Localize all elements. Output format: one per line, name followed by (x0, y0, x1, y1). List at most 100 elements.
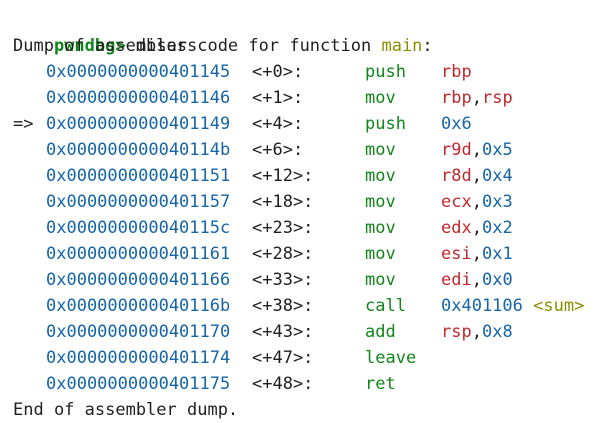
immediate-operand: 0x2 (481, 218, 513, 238)
instruction-offset: <+43>: (252, 322, 314, 342)
prompt-command: disass (135, 36, 198, 56)
instruction-operands: rsp,0x8 (441, 319, 513, 345)
instruction-operands: esi,0x1 (441, 241, 513, 267)
instruction-mnemonic: push (365, 62, 406, 82)
register-operand: rsp (481, 88, 513, 108)
instruction-address: 0x0000000000401161 (46, 244, 231, 264)
instruction-address: 0x0000000000401157 (46, 192, 231, 212)
instruction-offset: <+18>: (252, 192, 314, 212)
instruction-mnemonic: mov (365, 270, 396, 290)
instruction-mnemonic: call (365, 296, 406, 316)
instruction-offset: <+6>: (252, 140, 304, 160)
instruction-row: 0x0000000000401151 <+12>: mov r8d,0x4 (13, 163, 609, 189)
operand-separator: , (471, 218, 482, 238)
register-operand: ecx (441, 192, 472, 212)
instruction-row: 0x0000000000401170 <+43>: add rsp,0x8 (13, 319, 609, 345)
current-instruction-marker: => (13, 114, 34, 134)
instruction-mnemonic: mov (365, 88, 396, 108)
operand-separator: , (471, 322, 482, 342)
dump-footer: End of assembler dump. (13, 400, 239, 420)
register-operand: rbp (441, 88, 472, 108)
instruction-offset: <+12>: (252, 166, 314, 186)
instruction-address: 0x0000000000401174 (46, 348, 231, 368)
immediate-operand: 0x6 (441, 114, 472, 134)
instruction-offset: <+28>: (252, 244, 314, 264)
instruction-address: 0x000000000040114b (46, 140, 231, 160)
instruction-operands: edi,0x0 (441, 267, 513, 293)
instruction-row: 0x0000000000401166 <+33>: mov edi,0x0 (13, 267, 609, 293)
operand-separator: , (471, 166, 482, 186)
operand-separator: , (471, 244, 482, 264)
header-prefix: Dump of assembler code for function (13, 36, 382, 56)
register-operand: edx (441, 218, 472, 238)
instruction-mnemonic: mov (365, 140, 396, 160)
instruction-row: 0x0000000000401175<+48>:ret (13, 371, 609, 397)
instruction-address: 0x0000000000401175 (46, 374, 231, 394)
instruction-row: 0x000000000040114b <+6>: mov r9d,0x5 (13, 137, 609, 163)
instruction-offset: <+33>: (252, 270, 314, 290)
register-operand: rsp (441, 322, 472, 342)
function-name: main (381, 36, 423, 56)
instruction-row: 0x0000000000401146 <+1>: mov rbp,rsp (13, 85, 609, 111)
instruction-row: 0x000000000040115c <+23>: mov edx,0x2 (13, 215, 609, 241)
header-suffix: : (422, 36, 433, 56)
immediate-operand: 0x401106 (441, 296, 523, 316)
instruction-operands: ecx,0x3 (441, 189, 513, 215)
instruction-offset: <+47>: (252, 348, 314, 368)
instruction-operands: edx,0x2 (441, 215, 513, 241)
immediate-operand: 0x3 (481, 192, 513, 212)
immediate-operand: 0x8 (481, 322, 513, 342)
instruction-address: 0x0000000000401145 (46, 62, 231, 82)
immediate-operand: 0x5 (481, 140, 513, 160)
operand-separator: , (471, 270, 482, 290)
instruction-operands: rbp,rsp (441, 85, 513, 111)
instruction-row: 0x0000000000401161 <+28>: mov esi,0x1 (13, 241, 609, 267)
instruction-address: 0x0000000000401146 (46, 88, 231, 108)
immediate-operand: 0x4 (481, 166, 513, 186)
instruction-mnemonic: push (365, 114, 406, 134)
instruction-mnemonic: mov (365, 244, 396, 264)
prompt-name: pwndbg> (53, 36, 126, 56)
instruction-row: 0x0000000000401174 <+47>: leave (13, 345, 609, 371)
instruction-address: 0x000000000040116b (46, 296, 231, 316)
dump-header: Dump of assembler code for function main… (13, 33, 609, 59)
instruction-mnemonic: mov (365, 166, 396, 186)
instruction-address: 0x000000000040115c (46, 218, 231, 238)
instruction-address: 0x0000000000401166 (46, 270, 231, 290)
register-operand: r9d (441, 140, 472, 160)
instruction-row: 0x000000000040116b <+38>: call 0x401106 <su… (13, 293, 609, 319)
immediate-operand: 0x1 (481, 244, 513, 264)
register-operand: esi (441, 244, 472, 264)
operand-separator: , (471, 88, 482, 108)
instruction-offset: <+23>: (252, 218, 314, 238)
register-operand: edi (441, 270, 472, 290)
instruction-row: 0x0000000000401145 <+0>: push rbp (13, 59, 609, 85)
instruction-mnemonic: mov (365, 218, 396, 238)
instruction-operands: rbp (441, 59, 472, 85)
instruction-operands: 0x6 (441, 111, 472, 137)
instruction-operands: 0x401106 <sum> (441, 293, 584, 319)
instruction-offset: <+4>: (252, 114, 304, 134)
symbol-operand: <sum> (533, 296, 585, 316)
instruction-offset: <+0>: (252, 62, 304, 82)
instruction-mnemonic: leave (365, 348, 417, 368)
instruction-operands: r8d,0x4 (441, 163, 513, 189)
instruction-offset: <+1>: (252, 88, 304, 108)
prompt-line: pwndbg> disass (13, 7, 609, 56)
immediate-operand: 0x0 (481, 270, 513, 290)
instruction-offset: <+38>: (252, 296, 314, 316)
instruction-address: 0x0000000000401151 (46, 166, 231, 186)
operand-separator: , (471, 140, 482, 160)
instruction-address: 0x0000000000401170 (46, 322, 231, 342)
register-operand: r8d (441, 166, 472, 186)
operand-separator: , (471, 192, 482, 212)
operand-separator (523, 296, 533, 316)
register-operand: rbp (441, 62, 472, 82)
instruction-operands: r9d,0x5 (441, 137, 513, 163)
instruction-mnemonic: ret (365, 374, 396, 394)
instruction-mnemonic: add (365, 322, 396, 342)
